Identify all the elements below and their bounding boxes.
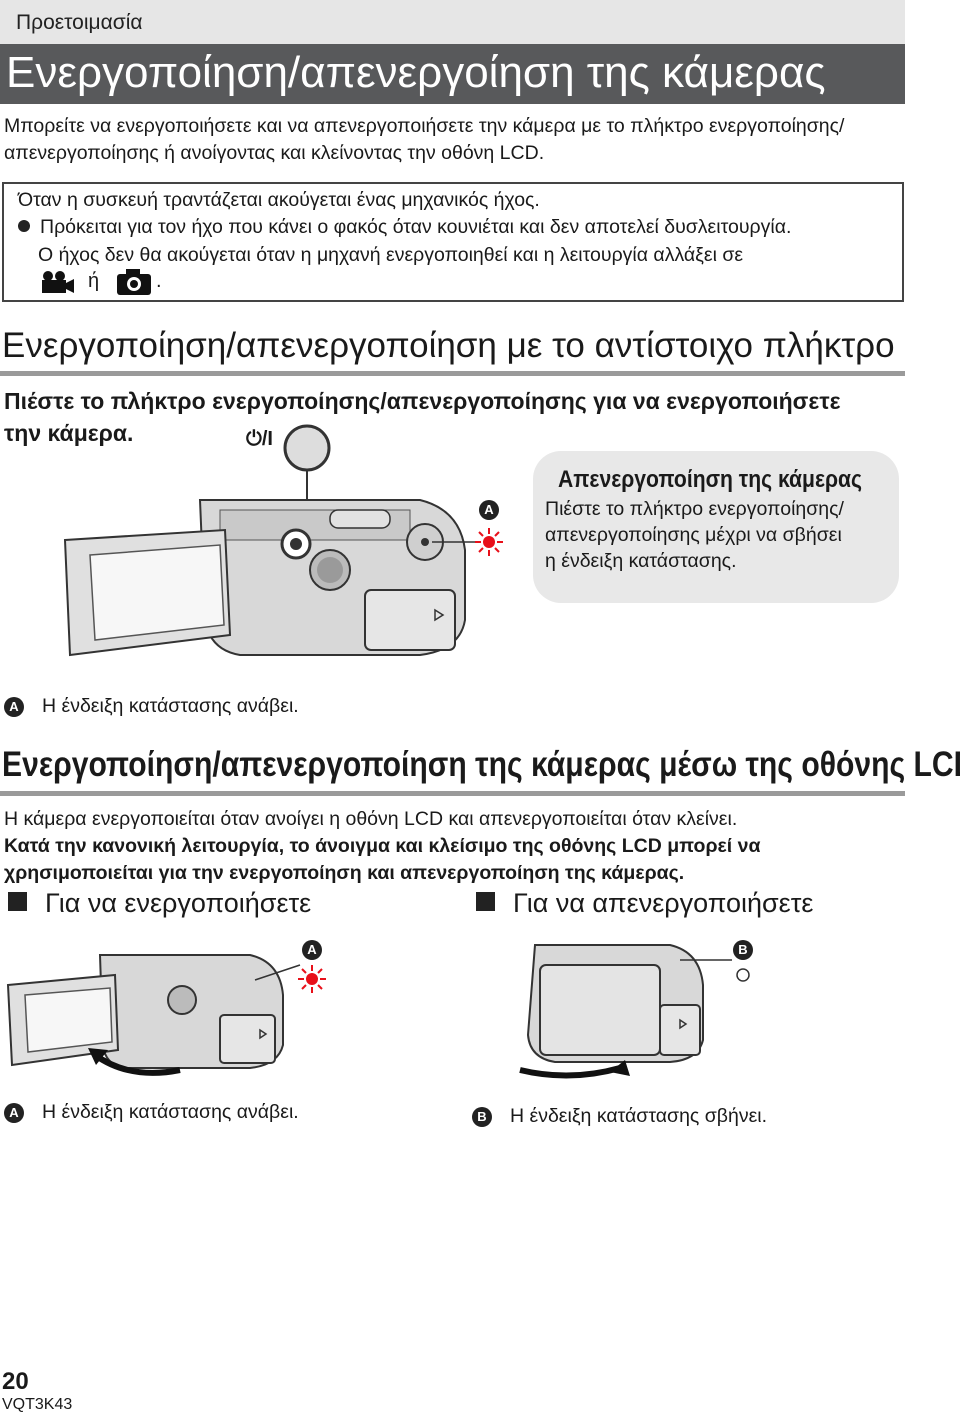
heading-turn-on: Για να ενεργοποιήσετε xyxy=(8,888,311,919)
callout-power-off xyxy=(533,451,899,603)
section1-instr-1: Πιέστε το πλήκτρο ενεργοποίησης/απενεργο… xyxy=(4,388,841,414)
power-symbol-label: ⏻/I xyxy=(246,428,273,450)
section2-line-1: Η κάμερα ενεργοποιείται όταν ανοίγει η ο… xyxy=(4,808,738,830)
callout-line-3: η ένδειξη κατάστασης. xyxy=(545,550,737,572)
callout-line-1: Πιέστε το πλήκτρο ενεργοποίησης/ xyxy=(545,498,844,520)
photo-mode-icon xyxy=(117,269,151,295)
camera-illustration-power-button xyxy=(63,424,480,657)
led-on-icon xyxy=(475,528,503,556)
section1-note: Η ένδειξη κατάστασης ανάβει. xyxy=(42,695,299,717)
section2-note-b: Η ένδειξη κατάστασης σβήνει. xyxy=(510,1105,768,1127)
mode-icons-row: ή . xyxy=(40,268,180,298)
section-bar xyxy=(0,0,905,44)
heading-turn-on-text: Για να ενεργοποιήσετε xyxy=(45,888,312,918)
warning-box xyxy=(2,182,904,302)
note-marker-a: A xyxy=(4,697,24,717)
page-number: 20 xyxy=(2,1368,29,1395)
section1-instr-2: την κάμερα. xyxy=(4,420,134,446)
led-off-icon xyxy=(736,968,750,982)
section-label: Προετοιμασία xyxy=(16,11,143,34)
video-mode-icon xyxy=(42,271,74,293)
title-bar xyxy=(0,44,905,104)
bullet-icon xyxy=(18,219,30,232)
intro-line-2: απενεργοποίησης ή ανοίγοντας και κλείνον… xyxy=(4,142,545,164)
led-on-icon xyxy=(298,965,326,993)
marker-a-2: A xyxy=(302,940,322,960)
page-title: Ενεργοποίηση/απενεργοίηση της κάμερας xyxy=(6,48,826,97)
section2-note-a: Η ένδειξη κατάστασης ανάβει. xyxy=(42,1101,299,1123)
note-marker-b: B xyxy=(472,1107,492,1127)
section1-rule xyxy=(0,371,905,376)
period: . xyxy=(156,270,162,292)
camera-lcd-closed-illustration xyxy=(519,944,732,1079)
heading-turn-off-text: Για να απενεργοποιήσετε xyxy=(513,888,814,918)
intro-line-1: Μπορείτε να ενεργοποιήσετε και να απενερ… xyxy=(4,115,845,137)
section2-bold-2: χρησιμοποιείται για την ενεργοποίηση και… xyxy=(4,862,685,884)
section2-title: Ενεργοποίηση/απενεργοποίηση της κάμερας … xyxy=(2,745,960,784)
section1-title: Ενεργοποίηση/απενεργοποίηση με το αντίστ… xyxy=(2,326,895,365)
warning-heading: Όταν η συσκευή τραντάζεται ακούγεται ένα… xyxy=(18,189,540,211)
or-word: ή xyxy=(88,270,100,292)
square-bullet-icon xyxy=(8,892,27,912)
section2-rule xyxy=(0,791,905,796)
camera-lcd-open-illustration xyxy=(6,954,301,1076)
section2-bold-1: Κατά την κανονική λειτουργία, το άνοιγμα… xyxy=(4,835,761,857)
callout-line-2: απενεργοποίησης μέχρι να σβήσει xyxy=(545,524,842,546)
callout-title: Απενεργοποίηση της κάμερας xyxy=(558,466,863,493)
marker-a: A xyxy=(479,500,499,520)
square-bullet-icon xyxy=(476,892,495,912)
heading-turn-off: Για να απενεργοποιήσετε xyxy=(476,888,813,919)
note-marker-a-2: A xyxy=(4,1103,24,1123)
warning-bullet: Πρόκειται για τον ήχο που κάνει ο φακός … xyxy=(18,213,791,241)
doc-code: VQT3K43 xyxy=(2,1396,73,1413)
warning-bullet-text: Πρόκειται για τον ήχο που κάνει ο φακός … xyxy=(40,216,792,238)
warning-bullet-line-2: Ο ήχος δεν θα ακούγεται όταν η μηχανή εν… xyxy=(38,244,744,266)
marker-b: B xyxy=(733,940,753,960)
